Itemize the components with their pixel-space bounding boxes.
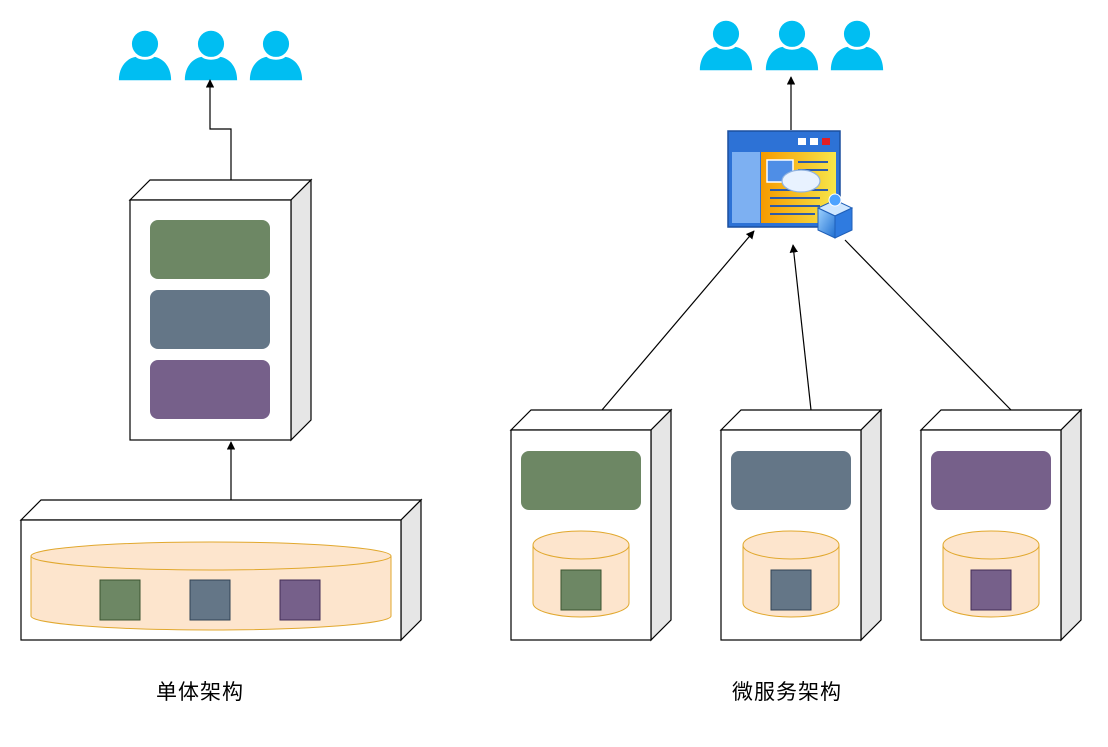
cube-icon [816, 193, 854, 239]
module-purple [150, 360, 270, 419]
monolith-users [118, 30, 303, 81]
table-purple [279, 579, 321, 621]
service-table-slate [770, 569, 812, 611]
table-green [99, 579, 141, 621]
microservice-server-1 [509, 408, 673, 642]
service-module-green [521, 451, 641, 510]
user-icon [830, 20, 884, 71]
user-icon [699, 20, 753, 71]
user-icon [184, 30, 238, 81]
user-icon [249, 30, 303, 81]
microservices-caption: 微服务架构 [732, 680, 842, 704]
monolith-app-server [128, 178, 313, 442]
module-slate [150, 290, 270, 349]
user-icon [765, 20, 819, 71]
module-green [150, 220, 270, 279]
service-module-slate [731, 451, 851, 510]
monolith-caption: 单体架构 [156, 680, 244, 704]
service1-arrow [601, 230, 755, 411]
service-module-purple [931, 451, 1051, 510]
service3-link [844, 239, 1012, 411]
user-icon [118, 30, 172, 81]
service-table-purple [970, 569, 1012, 611]
microservice-server-3 [919, 408, 1083, 642]
microservice-server-2 [719, 408, 883, 642]
web-app-icon [727, 130, 854, 239]
service-table-green [560, 569, 602, 611]
monolith-arrow-to-users [205, 79, 232, 180]
table-slate [189, 579, 231, 621]
monolith-database-server [19, 498, 423, 642]
service2-arrow [789, 244, 812, 411]
microservice-users [699, 20, 884, 71]
